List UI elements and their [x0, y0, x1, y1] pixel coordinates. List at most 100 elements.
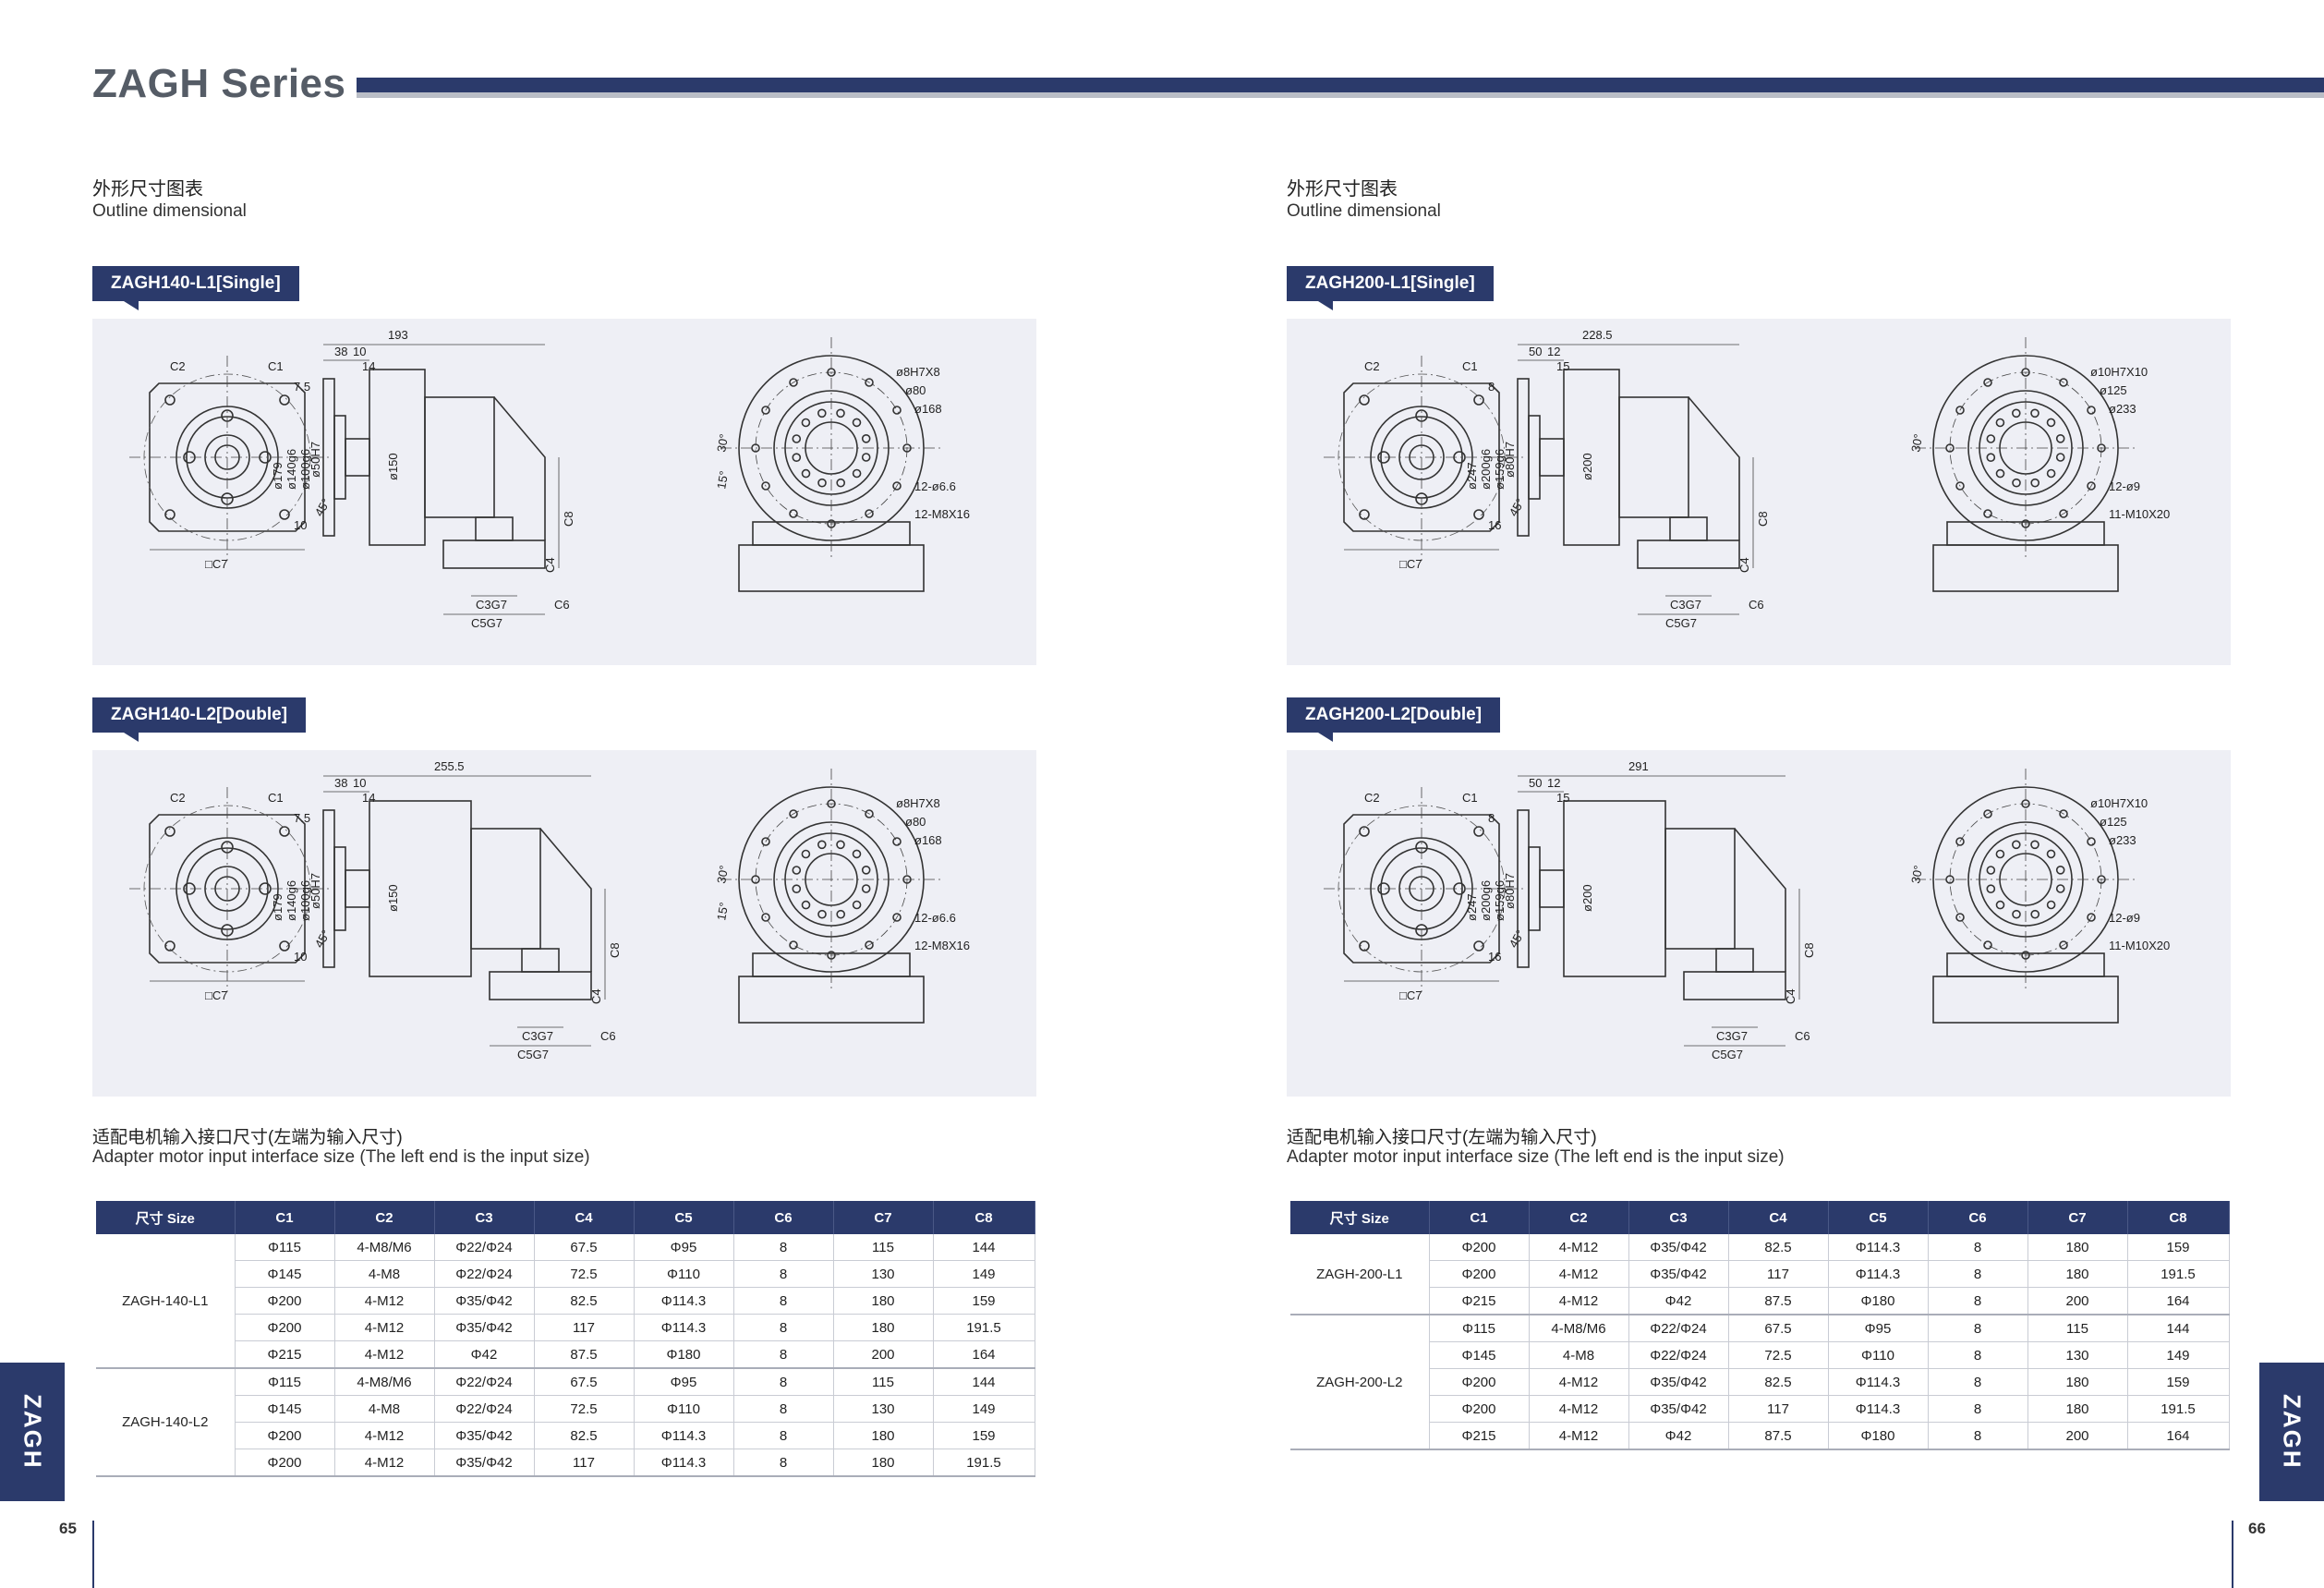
table-cell: Φ145: [235, 1260, 335, 1288]
dim-label-dim-total: 228.5: [1582, 328, 1613, 342]
table-cell: Φ215: [1429, 1287, 1530, 1315]
page-title: ZAGH Series: [92, 61, 346, 106]
table-cell: Φ22/Φ24: [1628, 1341, 1729, 1369]
table-cell: 82.5: [1728, 1368, 1829, 1396]
table-cell: 159: [933, 1287, 1035, 1315]
table-cell: 159: [2127, 1234, 2230, 1261]
table-cell: 117: [1728, 1395, 1829, 1423]
table-cell: Φ115: [235, 1234, 335, 1261]
table-cell: 8: [733, 1422, 834, 1449]
dim-label-dim-c4: C4: [1784, 988, 1797, 1004]
table-cell: Φ200: [235, 1422, 335, 1449]
dim-label-dim-c4: C4: [543, 557, 557, 573]
dim-label-side-15: 15°: [714, 902, 731, 922]
table-cell: Φ110: [634, 1260, 734, 1288]
dim-label-dim-c8: C8: [1802, 942, 1816, 958]
dim-label-dim-c6: C6: [1795, 1029, 1810, 1043]
table-cell: Φ180: [1828, 1287, 1929, 1315]
table-cell: 144: [933, 1234, 1035, 1261]
dim-label-dim-150: ø200: [1580, 884, 1594, 912]
table-cell: Φ35/Φ42: [434, 1449, 535, 1477]
table-cell: 8: [1928, 1315, 2028, 1342]
dim-label-side-holes: 12-ø9: [2109, 479, 2140, 493]
table-cell: Φ200: [235, 1314, 335, 1341]
table-cell: Φ114.3: [634, 1449, 734, 1477]
table-cell: 180: [833, 1449, 934, 1477]
table-cell: Φ114.3: [634, 1422, 734, 1449]
dim-label-dim-100: ø159g6: [1493, 449, 1507, 490]
dim-label-dim-c8: C8: [608, 942, 622, 958]
dim-label-side-holes: 12-ø9: [2109, 911, 2140, 925]
column-header: C2: [334, 1201, 435, 1234]
adapter-note-cn: 适配电机输入接口尺寸(左端为输入尺寸): [92, 1128, 403, 1147]
table-cell: 149: [933, 1395, 1035, 1423]
dim-label-dim-c5: C5G7: [1665, 616, 1697, 630]
section-title-en-right: Outline dimensional: [1287, 201, 1441, 221]
dim-label-front-c2: C2: [170, 791, 186, 805]
table-cell: 8: [1928, 1234, 2028, 1261]
table-cell: 191.5: [2127, 1260, 2230, 1288]
table-cell: 8: [733, 1287, 834, 1315]
dim-label-front-angle: 45°: [1507, 496, 1528, 519]
table-cell: Φ215: [1429, 1422, 1530, 1450]
table-cell: 180: [2027, 1260, 2128, 1288]
dim-label-dim-50: ø80H7: [1503, 873, 1517, 909]
dim-label-dim-c3: C3G7: [1716, 1029, 1748, 1043]
table-cell: Φ95: [634, 1234, 734, 1261]
adapter-note-en: Adapter motor input interface size (The …: [92, 1147, 590, 1167]
column-header: 尺寸 Size: [1290, 1201, 1430, 1234]
table-cell: 67.5: [534, 1234, 635, 1261]
table-cell: 4-M12: [334, 1449, 435, 1477]
dim-label-side-key: ø10H7X10: [2090, 365, 2148, 379]
section-title-cn-right: 外形尺寸图表: [1287, 179, 1398, 200]
table-cell: Φ180: [634, 1340, 734, 1369]
dim-label-dim-14: 14: [362, 359, 375, 373]
dim-label-dim-c8: C8: [562, 511, 575, 527]
table-cell: 115: [833, 1234, 934, 1261]
dim-label-front-c1: C1: [268, 359, 284, 373]
table-cell: Φ95: [1828, 1315, 1929, 1342]
column-header: C4: [534, 1201, 635, 1234]
dim-label-dim-10a: 10: [353, 776, 366, 790]
table-cell: 4-M8/M6: [334, 1234, 435, 1261]
table-cell: 180: [2027, 1395, 2128, 1423]
dim-label-dim-100: ø100g6: [298, 449, 312, 490]
dim-label-dim-100: ø100g6: [298, 880, 312, 921]
dim-label-side-168: ø168: [914, 402, 942, 416]
table-cell: 191.5: [933, 1314, 1035, 1341]
dim-label-side-168: ø233: [2109, 402, 2136, 416]
dim-label-dim-10b: 10: [294, 518, 307, 532]
dim-label-front-c1: C1: [268, 791, 284, 805]
table-cell: 200: [2027, 1422, 2128, 1450]
dim-label-dim-179: ø179: [271, 893, 284, 921]
dim-label-front-angle: 45°: [312, 927, 333, 951]
dim-label-dim-14: 15: [1556, 359, 1569, 373]
table-cell: 117: [534, 1314, 635, 1341]
dim-label-dim-38: 38: [334, 345, 347, 358]
size-cell: ZAGH-200-L1: [1290, 1234, 1430, 1315]
dim-label-side-30: 30°: [714, 865, 731, 885]
table-cell: Φ35/Φ42: [434, 1314, 535, 1341]
model-label-double-right: ZAGH200-L2[Double]: [1287, 697, 1501, 742]
table-cell: 8: [733, 1368, 834, 1396]
column-header: C6: [1928, 1201, 2028, 1234]
dim-label-dim-140: ø200g6: [1479, 449, 1493, 490]
table-cell: 144: [933, 1368, 1035, 1396]
dim-label-dim-c5: C5G7: [1712, 1048, 1743, 1061]
table-cell: 149: [2127, 1341, 2230, 1369]
table-cell: 4-M8/M6: [334, 1368, 435, 1396]
table-cell: 4-M12: [1529, 1234, 1629, 1261]
table-cell: Φ180: [1828, 1422, 1929, 1450]
table-cell: Φ114.3: [634, 1287, 734, 1315]
table-cell: 8: [733, 1260, 834, 1288]
table-cell: 87.5: [1728, 1287, 1829, 1315]
table-cell: Φ22/Φ24: [434, 1260, 535, 1288]
dim-label-front-c1: C1: [1462, 791, 1478, 805]
